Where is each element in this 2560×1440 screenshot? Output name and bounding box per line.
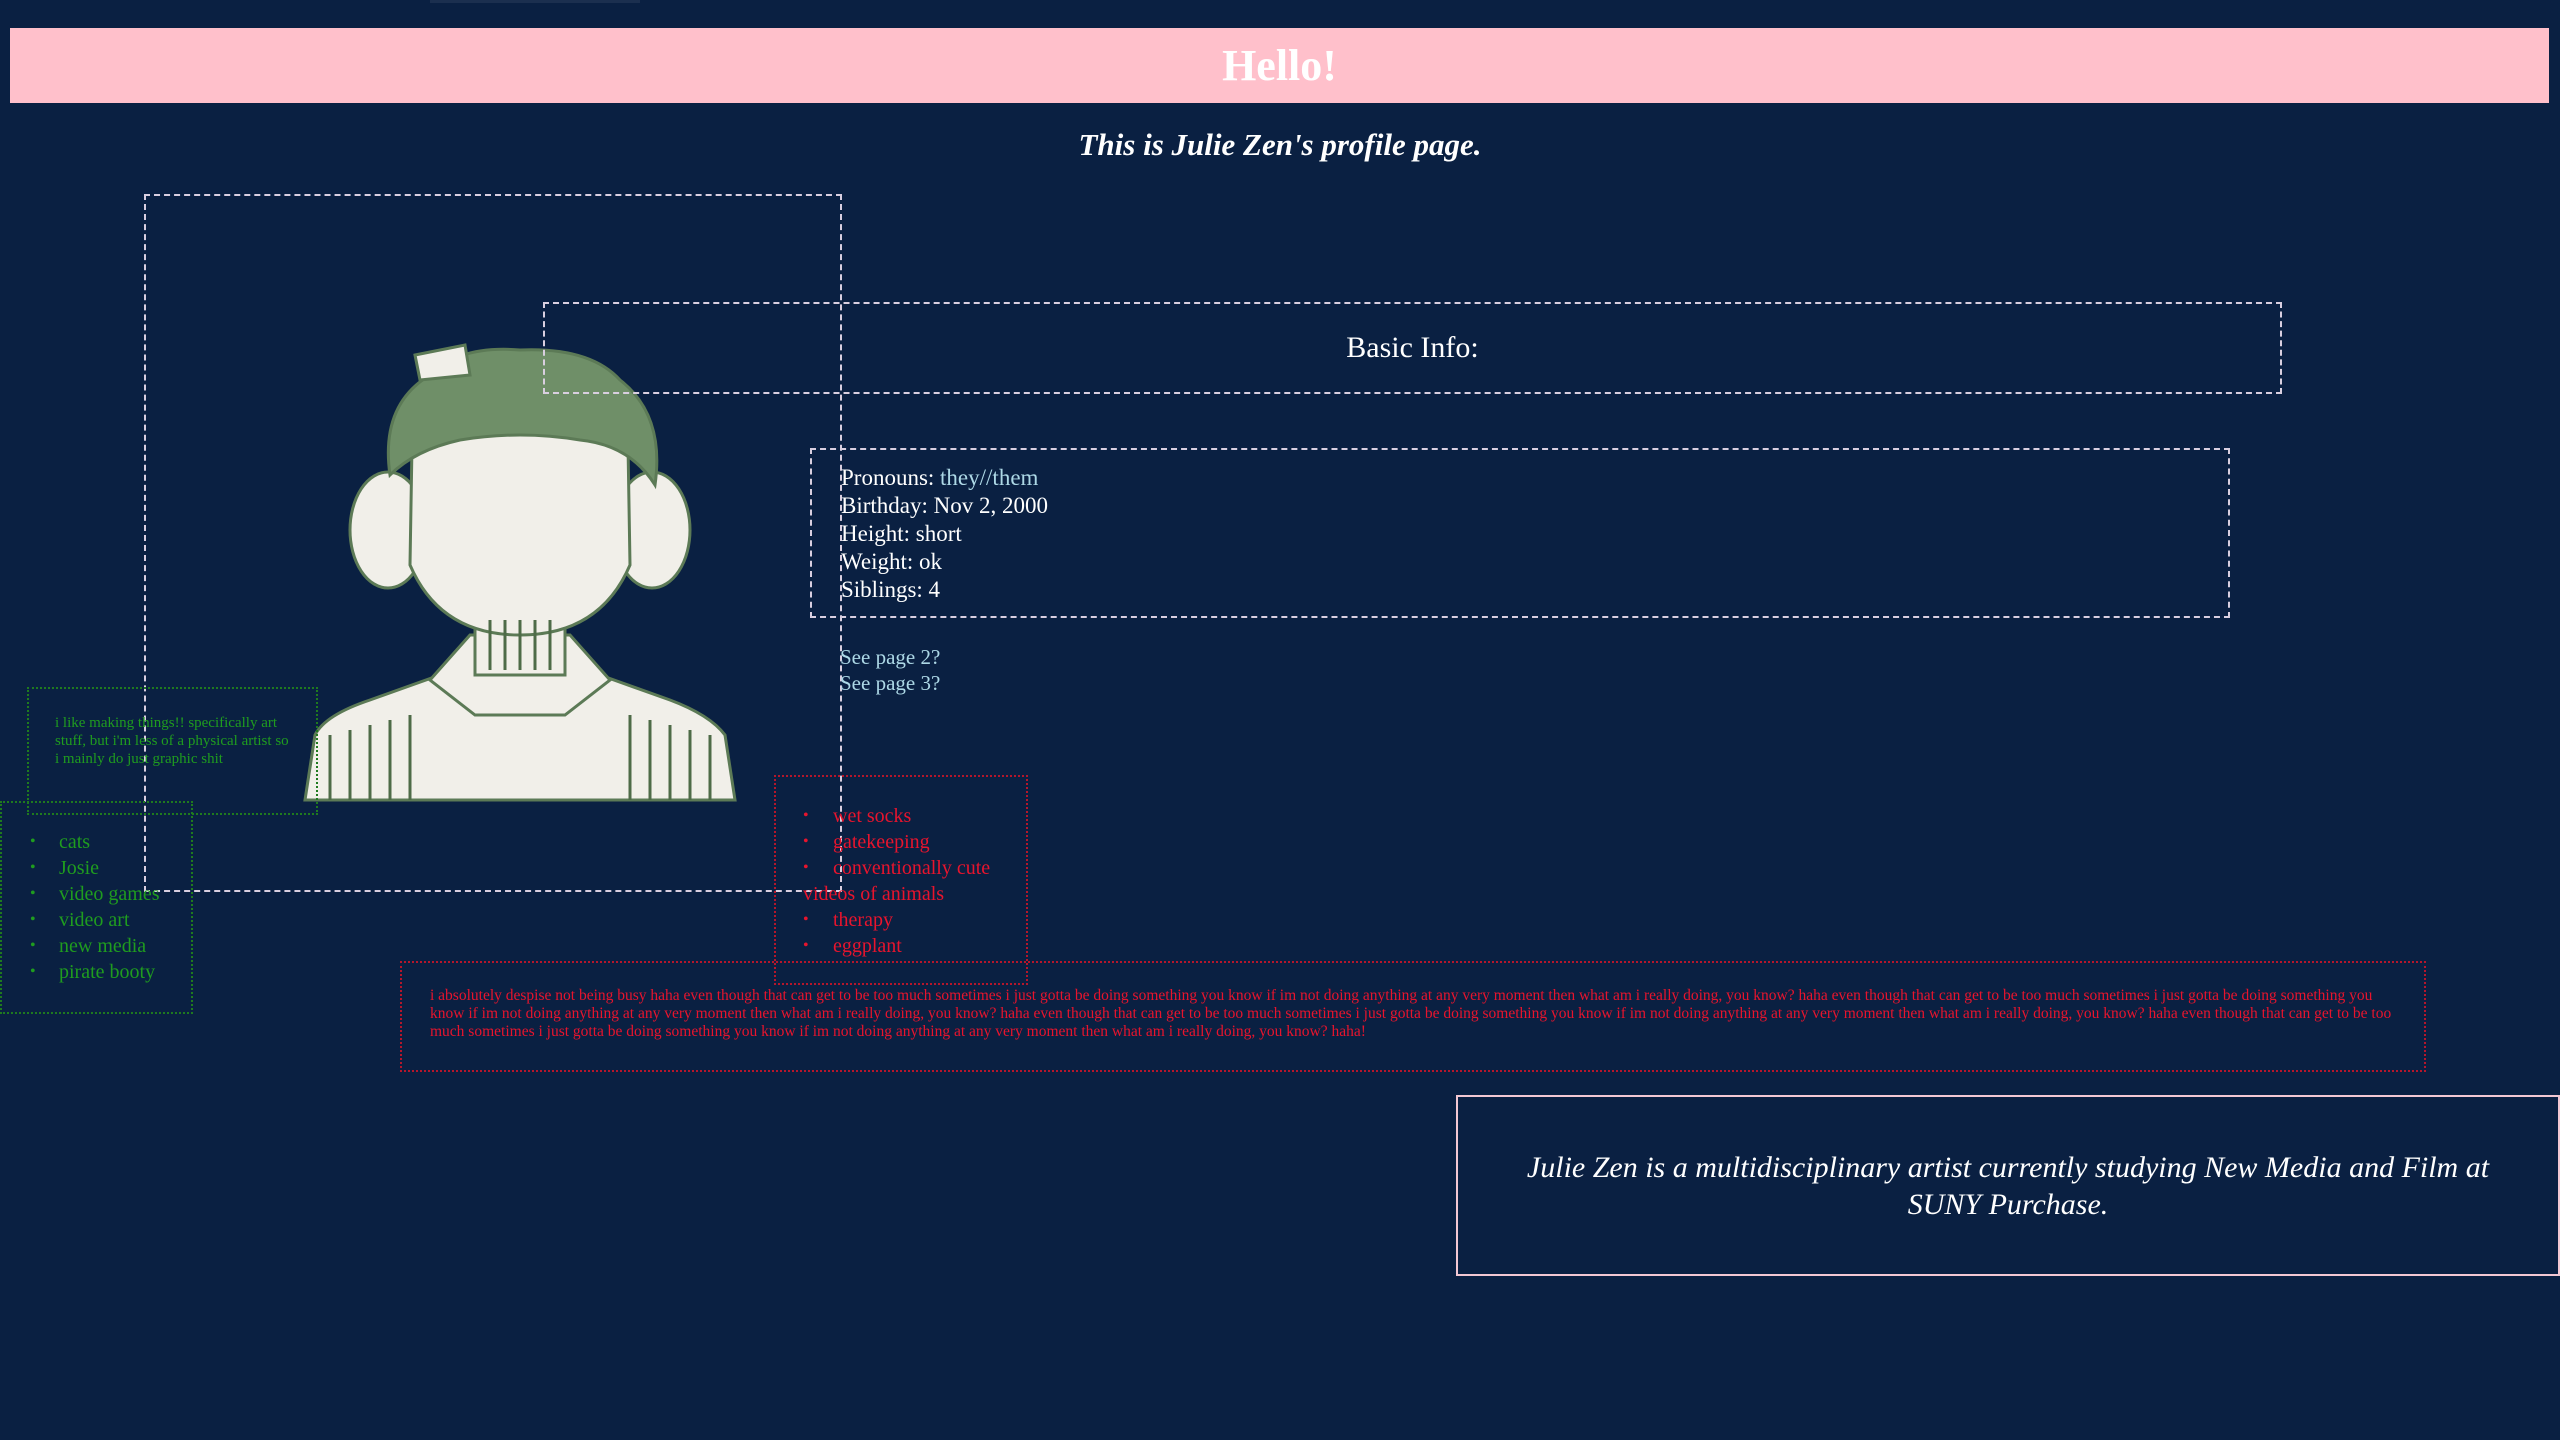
list-item: therapy: [776, 907, 1026, 933]
page-3-link[interactable]: See page 3?: [840, 671, 941, 695]
page-links: See page 2? See page 3?: [840, 644, 940, 696]
basic-info-header-box: Basic Info:: [543, 302, 2282, 394]
about-text: Julie Zen is a multidisciplinary artist …: [1526, 1150, 2490, 1221]
top-strip: [430, 0, 640, 3]
list-item: videos of animals: [803, 883, 945, 905]
bio-box: i like making things!! specifically art …: [27, 687, 318, 815]
list-item: video art: [2, 907, 191, 933]
list-item: cats: [2, 829, 191, 855]
dislikes-list: wet socks gatekeeping conventionally cut…: [776, 777, 1026, 959]
likes-list: cats Josie video games video art new med…: [2, 803, 191, 985]
list-item: gatekeeping: [776, 829, 1026, 855]
weight-line: Weight: ok: [841, 549, 942, 574]
dislikes-box: wet socks gatekeeping conventionally cut…: [774, 775, 1028, 985]
siblings-line: Siblings: 4: [841, 577, 941, 602]
profile-subtitle: This is Julie Zen's profile page.: [1078, 127, 1482, 162]
birthday-line: Birthday: Nov 2, 2000: [841, 493, 1048, 518]
height-line: Height: short: [841, 521, 962, 546]
list-item: conventionally cute: [776, 855, 1026, 881]
about-box: Julie Zen is a multidisciplinary artist …: [1456, 1095, 2560, 1276]
page-title: Hello!: [1222, 41, 1337, 90]
list-item: video games: [2, 881, 191, 907]
list-item: eggplant: [776, 933, 1026, 959]
list-item: Josie: [2, 855, 191, 881]
hello-banner: Hello!: [10, 28, 2549, 103]
page-2-link[interactable]: See page 2?: [840, 645, 941, 669]
image-frame: [144, 194, 842, 892]
sketch-portrait-icon: [303, 343, 737, 802]
rant-box: i absolutely despise not being busy haha…: [400, 961, 2426, 1072]
list-item: pirate booty: [2, 959, 191, 985]
pronouns-line: Pronouns: they//them: [841, 464, 2228, 492]
likes-box: cats Josie video games video art new med…: [0, 801, 193, 1014]
pronouns-label: Pronouns:: [841, 465, 941, 490]
list-item: wet socks: [776, 803, 1026, 829]
pronouns-link[interactable]: they//them: [940, 465, 1039, 490]
basic-info-title: Basic Info:: [1346, 331, 1479, 364]
basic-info-details: Pronouns: they//them Birthday: Nov 2, 20…: [810, 448, 2230, 618]
list-item: new media: [2, 933, 191, 959]
